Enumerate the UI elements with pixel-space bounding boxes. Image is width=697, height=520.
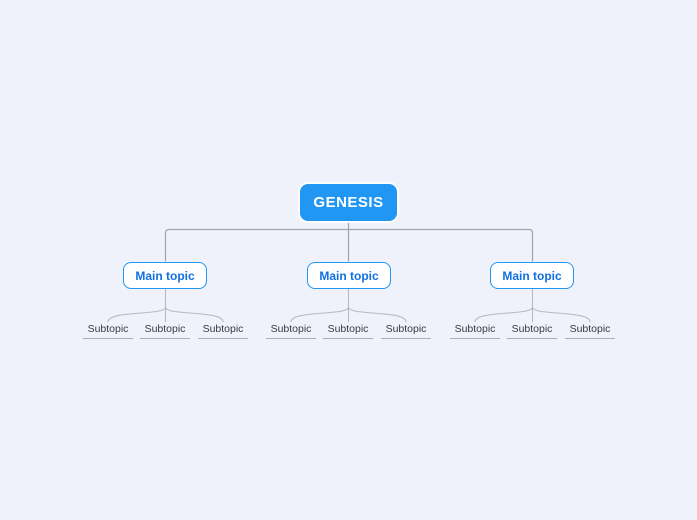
subtopic-node-3-3[interactable]: Subtopic xyxy=(565,323,615,339)
subtopic-label: Subtopic xyxy=(511,323,553,335)
main-topic-label: Main topic xyxy=(319,268,379,283)
subtopic-node-2-3[interactable]: Subtopic xyxy=(381,323,431,339)
root-topic-label: GENESIS xyxy=(313,194,384,211)
main-topic-label: Main topic xyxy=(502,268,562,283)
subtopic-label: Subtopic xyxy=(327,323,369,335)
subtopic-label: Subtopic xyxy=(569,323,611,335)
subtopic-label: Subtopic xyxy=(454,323,496,335)
main-topic-label: Main topic xyxy=(135,268,195,283)
subtopic-label: Subtopic xyxy=(87,323,129,335)
subtopic-node-3-2[interactable]: Subtopic xyxy=(507,323,557,339)
subtopic-node-2-1[interactable]: Subtopic xyxy=(266,323,316,339)
subtopic-node-1-2[interactable]: Subtopic xyxy=(140,323,190,339)
subtopic-node-3-1[interactable]: Subtopic xyxy=(450,323,500,339)
root-topic-node[interactable]: GENESIS xyxy=(300,184,397,221)
subtopic-node-1-3[interactable]: Subtopic xyxy=(198,323,248,339)
main-topic-node-2[interactable]: Main topic xyxy=(307,262,391,289)
subtopic-label: Subtopic xyxy=(144,323,186,335)
main-topic-node-3[interactable]: Main topic xyxy=(490,262,574,289)
subtopic-label: Subtopic xyxy=(202,323,244,335)
subtopic-node-1-1[interactable]: Subtopic xyxy=(83,323,133,339)
subtopic-label: Subtopic xyxy=(385,323,427,335)
subtopic-label: Subtopic xyxy=(270,323,312,335)
subtopic-branch-lines xyxy=(107,288,591,323)
main-topic-node-1[interactable]: Main topic xyxy=(123,262,207,289)
subtopic-node-2-2[interactable]: Subtopic xyxy=(323,323,373,339)
root-branch-lines xyxy=(164,220,534,262)
